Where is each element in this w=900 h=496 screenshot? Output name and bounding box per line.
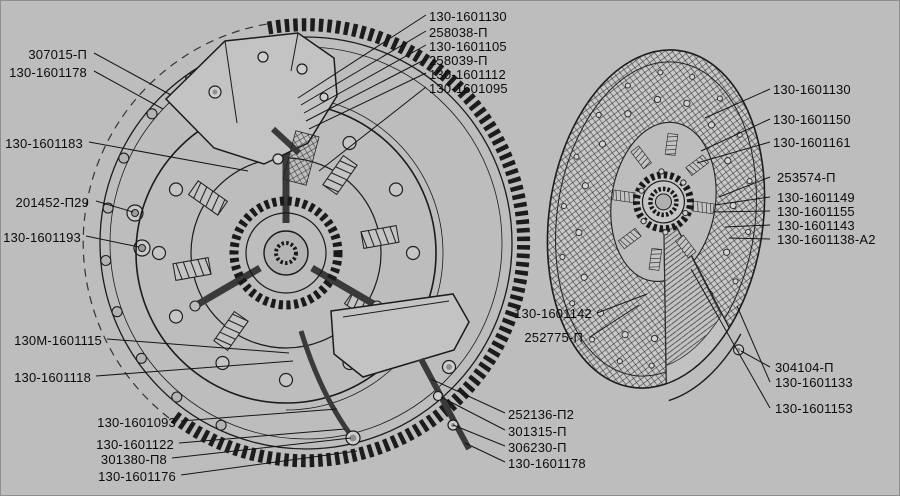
disc-hub-splines — [229, 196, 343, 310]
part-label: 252775-П — [524, 330, 583, 345]
part-label: 130-1601105 — [429, 39, 507, 54]
flywheel-clutch-view — [82, 18, 531, 468]
part-label: 130-1601178 — [9, 65, 87, 80]
section-hatch — [282, 130, 320, 186]
part-label: 130-1601112 — [429, 67, 506, 82]
part-label: 130-1601118 — [14, 370, 91, 385]
ring-gear-teeth — [168, 18, 531, 468]
part-label: 258039-П — [429, 53, 488, 68]
part-label: 258038-П — [429, 25, 488, 40]
disc-hub — [632, 171, 694, 233]
part-label: 130-1601130 — [429, 9, 507, 24]
lower-bracket — [298, 293, 472, 451]
part-label: 130-1601093 — [97, 415, 176, 430]
part-label: 130-1601150 — [773, 112, 851, 127]
part-label: 130-1601130 — [773, 82, 851, 97]
part-label: 130-1601142 — [514, 306, 592, 321]
part-label: 252136-П2 — [508, 407, 575, 422]
part-label: 130-1601176 — [98, 469, 176, 484]
part-label: 130-1601155 — [777, 204, 855, 219]
part-label: 130-1601122 — [96, 437, 174, 452]
part-label: 301380-П8 — [100, 452, 167, 467]
release-bracket — [164, 32, 338, 186]
part-label: 130М-1601115 — [14, 333, 102, 348]
part-label: 253574-П — [777, 170, 836, 185]
part-label: 301315-П — [508, 424, 567, 439]
part-label: 130-1601149 — [777, 190, 855, 205]
driven-disc-view — [546, 49, 766, 402]
leader-lines — [85, 14, 771, 476]
part-label: 130-1601161 — [773, 135, 851, 150]
hub-rivets — [638, 168, 689, 236]
part-label: 130-1601095 — [429, 81, 508, 96]
part-label: 130-1601138-А2 — [777, 232, 876, 247]
part-label: 130-1601183 — [5, 136, 83, 151]
part-label: 130-1601153 — [775, 401, 853, 416]
part-label: 130-1601143 — [777, 218, 855, 233]
flywheel-rim — [99, 36, 513, 450]
part-label: 130-1601193 — [3, 230, 81, 245]
part-label: 130-1601178 — [508, 456, 586, 471]
hidden-edge-arc — [82, 23, 268, 419]
part-label: 130-1601133 — [775, 375, 853, 390]
part-label: 304104-П — [775, 360, 834, 375]
part-label: 201452-П29 — [15, 195, 89, 210]
part-label: 307015-П — [28, 47, 87, 62]
part-label: 306230-П — [508, 440, 567, 455]
release-levers — [193, 148, 379, 310]
